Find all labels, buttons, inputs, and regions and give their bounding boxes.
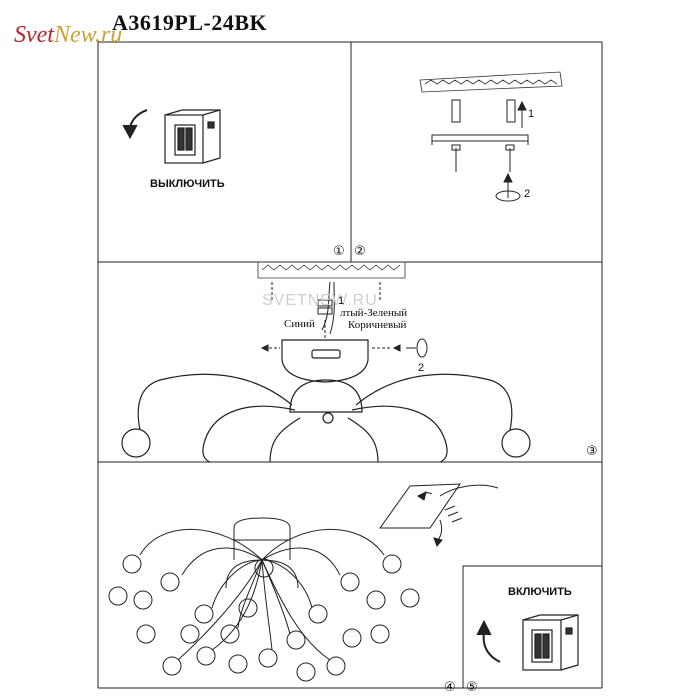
wire-label-brown: Коричневый <box>348 319 407 331</box>
logo-part1: Svet <box>14 22 54 48</box>
arrow-up-curved-icon <box>476 619 501 663</box>
ceiling-texture <box>419 71 563 93</box>
step3-num-2: 2 <box>418 362 425 374</box>
switch-on-label: ВКЛЮЧИТЬ <box>508 586 572 598</box>
chandelier-arms-step3 <box>121 373 531 463</box>
switch-off-label: ВЫКЛЮЧИТЬ <box>150 178 225 190</box>
step-marker-3: ③ <box>586 444 598 459</box>
brand-logo: SvetNew.ru <box>14 22 122 49</box>
wiring <box>271 281 381 338</box>
step2-num-1: 1 <box>528 108 535 120</box>
model-title: A3619PL-24BK <box>112 10 268 35</box>
hand-bending-arm-icon <box>379 483 499 547</box>
step5-box <box>462 565 602 688</box>
wire-label-blue: Синий <box>284 318 315 330</box>
step-marker-4: ④ <box>444 680 456 695</box>
step3-num-1: 1 <box>338 295 345 307</box>
watermark: SVETNEW.RU <box>262 292 378 309</box>
rotate-icon <box>495 190 521 202</box>
chandelier-full <box>108 517 420 682</box>
switch-off-icon <box>164 109 221 164</box>
step2-num-2: 2 <box>524 188 531 200</box>
switch-on-icon <box>522 614 579 671</box>
screw-icons <box>260 338 428 358</box>
wire-label-yellow-green: лтый-Зеленый <box>340 307 408 319</box>
arrow-up-icon <box>503 100 527 198</box>
arrow-down-icon <box>122 109 148 140</box>
step-marker-5: ⑤ <box>466 680 478 695</box>
step-marker-2: ② <box>354 244 366 259</box>
mounting-bracket <box>431 99 529 172</box>
ceiling-texture-step3 <box>257 261 406 279</box>
canopy <box>281 339 369 424</box>
logo-part2: New.ru <box>53 22 123 48</box>
step-marker-1: ① <box>333 244 345 259</box>
